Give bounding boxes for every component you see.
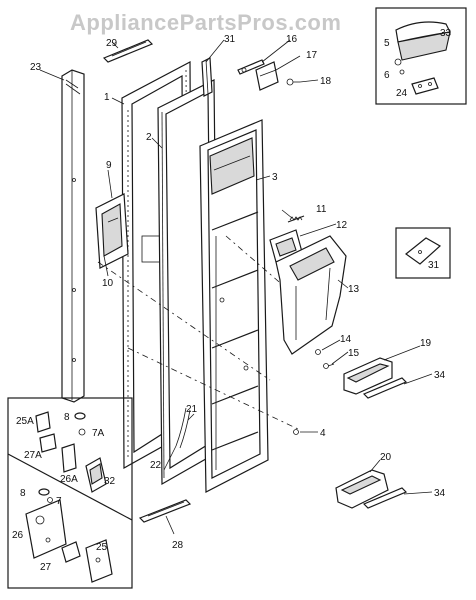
part-34-bin-insert-upper — [362, 377, 408, 399]
label-18: 18 — [320, 76, 332, 87]
label-6: 6 — [384, 70, 390, 81]
part-4-screw — [293, 429, 299, 435]
part-30-rod — [201, 57, 213, 97]
label-25A: 25A — [16, 416, 34, 427]
label-33: 33 — [440, 28, 452, 39]
part-19-door-bin — [343, 357, 393, 395]
inset-hinge-assembly-box — [7, 397, 133, 589]
part-17-hinge-block — [255, 61, 279, 91]
label-11: 11 — [316, 204, 327, 215]
label-16: 16 — [286, 34, 298, 45]
part-18-screw — [286, 78, 300, 86]
part-23-trim — [61, 69, 85, 403]
label-4: 4 — [320, 428, 326, 439]
part-28-bottom-trim — [138, 499, 192, 523]
label-13: 13 — [348, 284, 360, 295]
label-7A: 7A — [92, 428, 105, 439]
label-20: 20 — [380, 452, 392, 463]
inset-hinge-box — [375, 7, 467, 105]
label-10: 10 — [102, 278, 114, 289]
label-21: 21 — [186, 404, 198, 415]
label-29: 29 — [106, 38, 118, 49]
part-15-screw — [323, 363, 335, 369]
label-27A: 27A — [24, 450, 42, 461]
label-26A: 26A — [60, 474, 78, 485]
watermark: AppliancePartsPros.com — [70, 10, 341, 35]
label-8-top: 8 — [64, 412, 70, 423]
label-31: 31 — [428, 260, 440, 271]
label-27: 27 — [40, 562, 52, 573]
label-8-lower: 8 — [20, 488, 26, 499]
label-3: 3 — [272, 172, 278, 183]
part-14-washer — [315, 349, 321, 355]
part-9-cover — [95, 193, 129, 269]
part-34-bin-insert-lower — [362, 487, 408, 509]
label-28: 28 — [172, 540, 184, 551]
label-9: 9 — [106, 160, 112, 171]
part-13-chute-housing — [275, 235, 347, 355]
label-19: 19 — [420, 338, 432, 349]
part-11-spring — [287, 215, 305, 223]
label-5: 5 — [384, 38, 390, 49]
label-32: 32 — [104, 476, 116, 487]
label-22: 22 — [150, 460, 162, 471]
leader-lines — [39, 39, 433, 535]
inset-bracket-box — [395, 227, 451, 279]
label-7: 7 — [56, 496, 62, 507]
label-34-upper: 34 — [434, 370, 446, 381]
label-30: 31 — [224, 34, 236, 45]
label-1: 1 — [104, 92, 110, 103]
label-15: 15 — [348, 348, 360, 359]
label-25: 25 — [96, 542, 108, 553]
label-34-lower: 34 — [434, 488, 446, 499]
label-24: 24 — [396, 88, 408, 99]
part-16-hinge-pin — [237, 59, 265, 75]
label-2: 2 — [146, 132, 152, 143]
label-17: 17 — [306, 50, 318, 61]
label-12: 12 — [336, 220, 348, 231]
part-20-door-bin — [335, 469, 389, 509]
label-14: 14 — [340, 334, 352, 345]
part-labels: 29 31 16 17 18 23 1 2 3 9 10 11 12 13 14… — [12, 28, 452, 573]
part-3-door-panel — [199, 119, 269, 493]
part-29-strip — [102, 39, 154, 63]
label-23: 23 — [30, 62, 42, 73]
part-21-wire — [175, 407, 191, 449]
label-26: 26 — [12, 530, 24, 541]
